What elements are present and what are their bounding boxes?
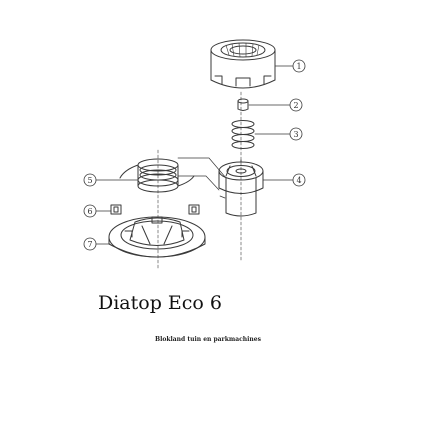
eyelet-part	[110, 204, 200, 215]
page-title: Diatop Eco 6	[98, 292, 222, 314]
spool-holder-part	[218, 159, 264, 217]
leader-lines	[95, 65, 294, 245]
line-spool-part	[119, 158, 195, 193]
callout-number-3: 3	[293, 130, 298, 139]
callout-circles	[83, 59, 306, 251]
connector-lines	[177, 157, 227, 199]
page-subtitle: Blokland tuin en parkmachines	[155, 336, 261, 343]
callout-number-1: 1	[296, 62, 301, 71]
callout-number-4: 4	[296, 176, 301, 185]
cap-part	[210, 39, 276, 89]
base-housing-part	[108, 216, 206, 258]
callout-number-7: 7	[87, 240, 92, 249]
spring-part	[231, 120, 255, 149]
nut-part	[237, 98, 249, 111]
callout-number-6: 6	[87, 207, 92, 216]
assembly-axis-lines	[157, 91, 242, 269]
callout-number-2: 2	[293, 101, 298, 110]
callout-number-5: 5	[87, 176, 92, 185]
